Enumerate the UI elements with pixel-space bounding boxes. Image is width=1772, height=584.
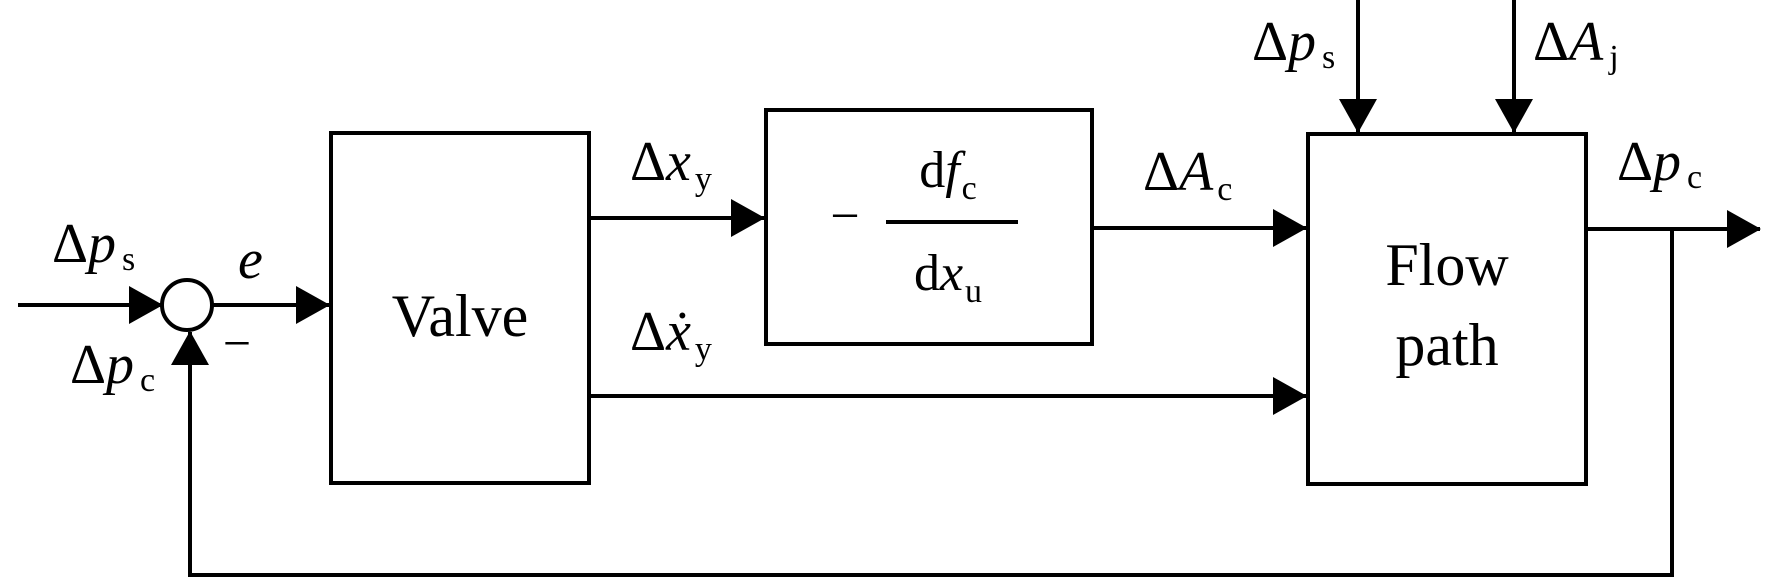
gain-denominator: dxu [914,245,982,310]
valve-block [329,131,591,485]
summing-junction [160,278,214,332]
valve-label: Valve [392,283,529,349]
flow-path-label-line1: Flow [1385,232,1509,298]
feedback-path [171,229,1674,577]
flow-path-label-line2: path [1395,312,1498,378]
label-error: e [238,229,263,291]
gain-numerator: dfc [919,142,977,207]
summing-minus-sign: − [223,315,251,371]
gain-block [764,108,1094,346]
gain-minus-sign: − [830,188,859,245]
flow-path-block [1306,132,1588,486]
gain-transfer-function: − dfc dxu [830,142,1018,310]
